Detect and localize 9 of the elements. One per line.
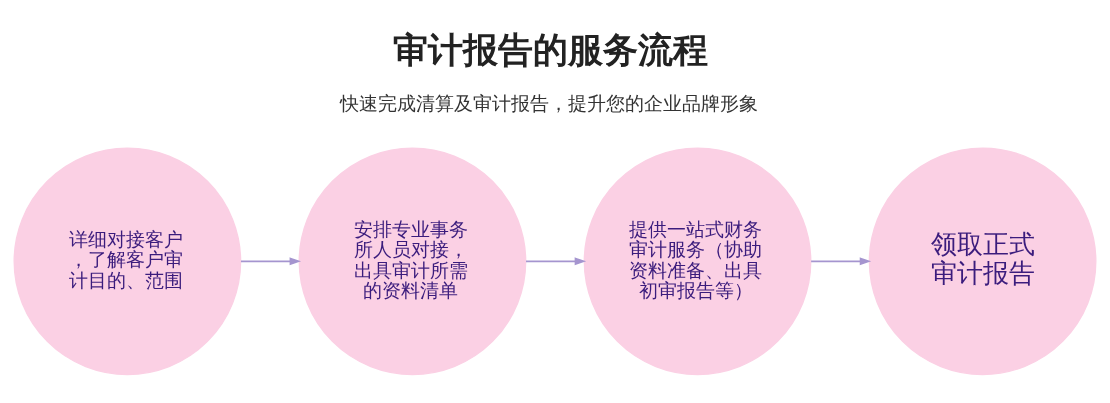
arrow bbox=[525, 256, 587, 265]
node-circle: 提供一站式财务审计服务（协助资料准备、出具初审报告等） bbox=[583, 146, 812, 375]
diagram-title: 审计报告的服务流程 bbox=[393, 28, 709, 70]
node-circle: 详细对接客户，了解客户审计目的、范围 bbox=[13, 146, 242, 375]
label: 快速完成清算及审计报告，提升您的企业品牌形象 bbox=[340, 91, 759, 115]
arrow bbox=[240, 256, 302, 265]
node-circle: 安排专业事务所人员对接，出具审计所需的资料清单 bbox=[298, 146, 527, 375]
node-circle: 领取正式审计报告 bbox=[868, 146, 1097, 375]
arrow bbox=[810, 256, 872, 265]
